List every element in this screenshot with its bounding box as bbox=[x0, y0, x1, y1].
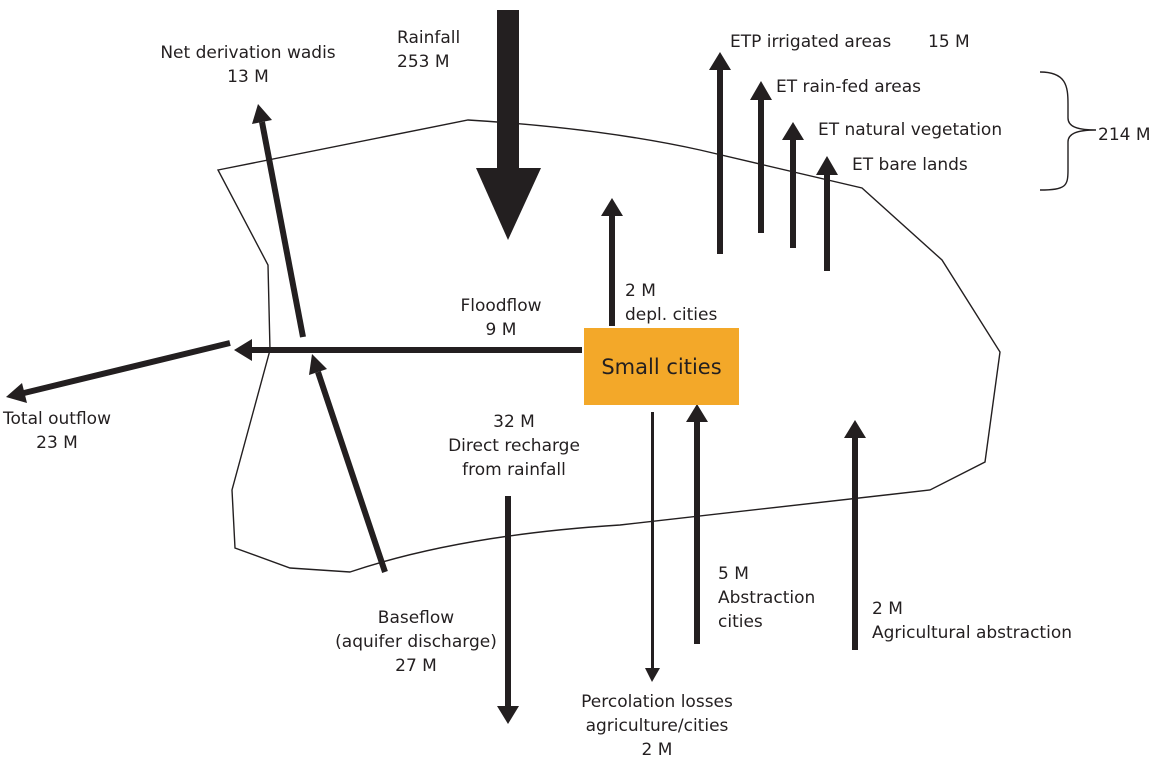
percolation-label: Percolation losses agriculture/cities 2 … bbox=[581, 692, 733, 760]
baseflow-arrow bbox=[309, 354, 388, 573]
floodflow-label: Floodflow 9 M bbox=[460, 296, 542, 340]
et-natural-vegetation-arrow bbox=[782, 122, 804, 248]
etp-irrigated-label: ETP irrigated areas bbox=[730, 32, 892, 52]
abstraction-cities-label: 5 M Abstraction cities bbox=[718, 564, 816, 632]
et-irrigated-arrow bbox=[709, 52, 731, 254]
floodflow-arrow bbox=[234, 339, 582, 361]
total-outflow-arrow bbox=[6, 340, 231, 403]
abstraction-cities-arrow bbox=[686, 404, 708, 644]
et-natural-vegetation-label: ET natural vegetation bbox=[818, 120, 1003, 140]
percolation-arrow bbox=[645, 412, 660, 682]
etp-irrigated-value: 15 M bbox=[928, 32, 970, 52]
direct-recharge-label: 32 M Direct recharge from rainfall bbox=[448, 412, 580, 480]
net-derivation-label: Net derivation wadis 13 M bbox=[160, 43, 336, 87]
et-group-total-label: 214 M bbox=[1098, 125, 1151, 145]
total-outflow-label: Total outflow 23 M bbox=[3, 409, 111, 453]
direct-recharge-arrow bbox=[497, 496, 519, 724]
rainfall-label: Rainfall 253 M bbox=[397, 28, 461, 72]
et-bare-lands-arrow bbox=[816, 156, 838, 271]
small-cities-label: Small cities bbox=[601, 354, 722, 379]
basin-outline bbox=[216, 119, 1001, 573]
et-rainfed-label: ET rain-fed areas bbox=[776, 77, 921, 97]
rainfall-arrow bbox=[476, 10, 541, 240]
agricultural-abstraction-label: 2 M Agricultural abstraction bbox=[872, 599, 1072, 643]
depletion-cities-arrow bbox=[601, 198, 623, 326]
net-derivation-arrow bbox=[252, 104, 306, 338]
agricultural-abstraction-arrow bbox=[844, 420, 866, 650]
baseflow-label: Baseflow (aquifer discharge) 27 M bbox=[335, 608, 497, 676]
et-rainfed-arrow bbox=[750, 81, 772, 233]
small-cities-box: Small cities bbox=[584, 328, 739, 405]
depletion-cities-label: 2 M depl. cities bbox=[625, 281, 718, 325]
et-bare-lands-label: ET bare lands bbox=[852, 155, 968, 175]
et-group-brace bbox=[1039, 71, 1097, 191]
